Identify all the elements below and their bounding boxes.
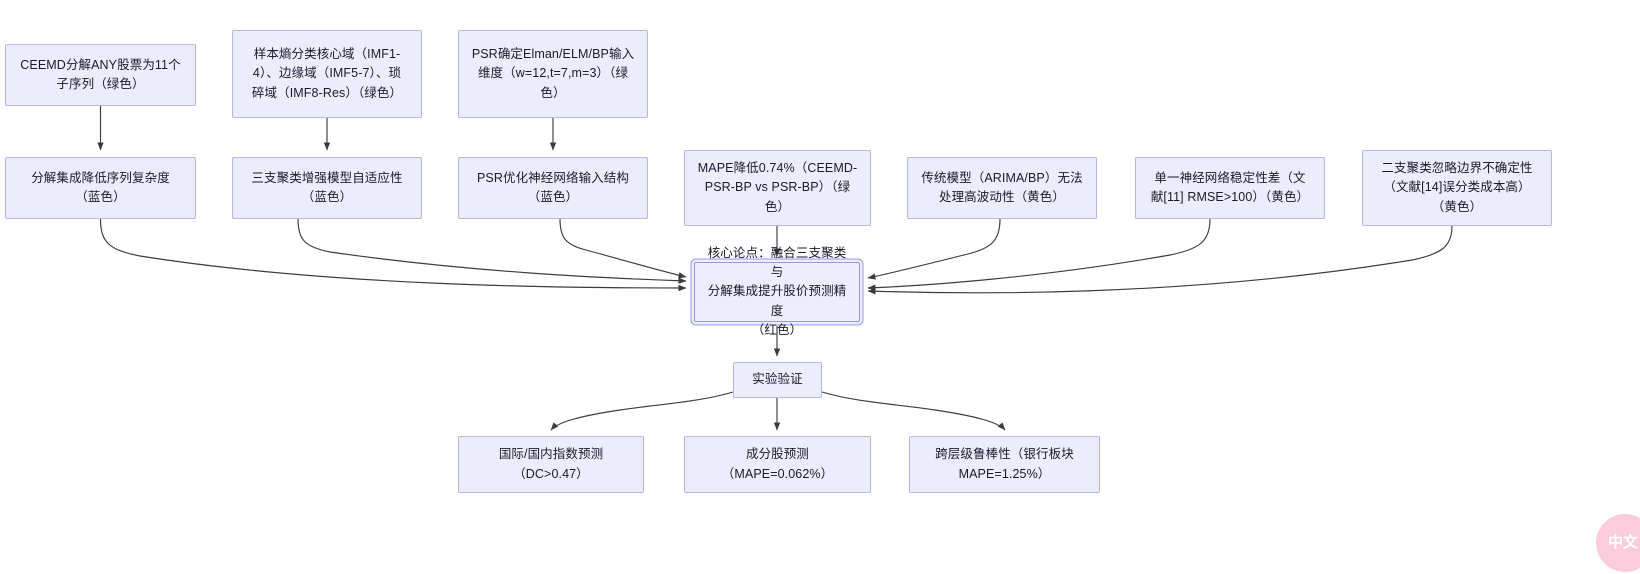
edge-n12-n15 (821, 391, 1006, 431)
node-label: 核心论点：融合三支聚类与 分解集成提升股价预测精度 （红色） (707, 245, 847, 338)
watermark-line1: 中文 (1607, 534, 1638, 552)
node-label: 成分股预测 （MAPE=0.062%） (721, 447, 834, 481)
node-label: 三支聚类增强模型自适应性 （蓝色） (251, 170, 403, 204)
node-core-claim[interactable]: 核心论点：融合三支聚类与 分解集成提升股价预测精度 （红色） (694, 246, 860, 337)
edge-n9-n11 (867, 218, 1211, 291)
node-label: MAPE降低0.74%（CEEMD- PSR-BP vs PSR-BP）（绿 色… (697, 160, 858, 214)
node-label: CEEMD分解ANY股票为11个 子序列（绿色） (20, 57, 181, 91)
edge-n10-n11 (867, 225, 1453, 295)
node-psr-input-dimension[interactable]: PSR确定Elman/ELM/BP输入 维度（w=12,t=7,m=3）（绿 色… (458, 30, 648, 118)
node-three-way-clustering-adaptivity[interactable]: 三支聚类增强模型自适应性 （蓝色） (232, 157, 422, 219)
node-label: 分解集成降低序列复杂度 （蓝色） (31, 170, 170, 204)
node-decomposition-reduces-complexity[interactable]: 分解集成降低序列复杂度 （蓝色） (5, 157, 196, 219)
edge-n8-n11 (867, 218, 1001, 280)
edge-n12-n13 (550, 391, 734, 431)
watermark-badge: 中文 (1596, 514, 1640, 572)
node-experimental-validation[interactable]: 实验验证 (733, 362, 822, 398)
node-label: PSR优化神经网络输入结构 （蓝色） (476, 170, 629, 204)
node-mape-reduction-evidence[interactable]: MAPE降低0.74%（CEEMD- PSR-BP vs PSR-BP）（绿 色… (684, 150, 871, 226)
node-label: 单一神经网络稳定性差（文 献[11] RMSE>100）（黄色） (1150, 170, 1310, 204)
node-index-prediction-result[interactable]: 国际/国内指数预测 （DC>0.47） (458, 436, 644, 493)
edge-n6-n11 (559, 218, 687, 279)
node-label: 样本熵分类核心域（IMF1- 4）、边缘域（IMF5-7）、琐 碎域（IMF8-… (251, 46, 403, 100)
node-psr-optimizes-network-structure[interactable]: PSR优化神经网络输入结构 （蓝色） (458, 157, 648, 219)
node-constituent-stock-result[interactable]: 成分股预测 （MAPE=0.062%） (684, 436, 871, 493)
node-label: PSR确定Elman/ELM/BP输入 维度（w=12,t=7,m=3）（绿 色… (471, 46, 635, 100)
edge-n4-n11 (99, 218, 687, 292)
node-label: 实验验证 (752, 372, 803, 387)
node-ceemd-decompose[interactable]: CEEMD分解ANY股票为11个 子序列（绿色） (5, 44, 196, 106)
edge-n5-n11 (297, 218, 687, 284)
node-traditional-model-limitation[interactable]: 传统模型（ARIMA/BP）无法 处理高波动性（黄色） (907, 157, 1097, 219)
node-label: 二支聚类忽略边界不确定性 （文献[14]误分类成本高） （黄色） (1381, 160, 1533, 214)
node-cross-level-robustness-result[interactable]: 跨层级鲁棒性（银行板块 MAPE=1.25%） (909, 436, 1100, 493)
node-label: 传统模型（ARIMA/BP）无法 处理高波动性（黄色） (921, 170, 1083, 204)
node-single-network-instability[interactable]: 单一神经网络稳定性差（文 献[11] RMSE>100）（黄色） (1135, 157, 1325, 219)
node-label: 跨层级鲁棒性（银行板块 MAPE=1.25%） (935, 447, 1074, 481)
node-two-way-clustering-boundary-gap[interactable]: 二支聚类忽略边界不确定性 （文献[14]误分类成本高） （黄色） (1362, 150, 1552, 226)
node-sample-entropy-classification[interactable]: 样本熵分类核心域（IMF1- 4）、边缘域（IMF5-7）、琐 碎域（IMF8-… (232, 30, 422, 118)
node-label: 国际/国内指数预测 （DC>0.47） (498, 447, 604, 481)
